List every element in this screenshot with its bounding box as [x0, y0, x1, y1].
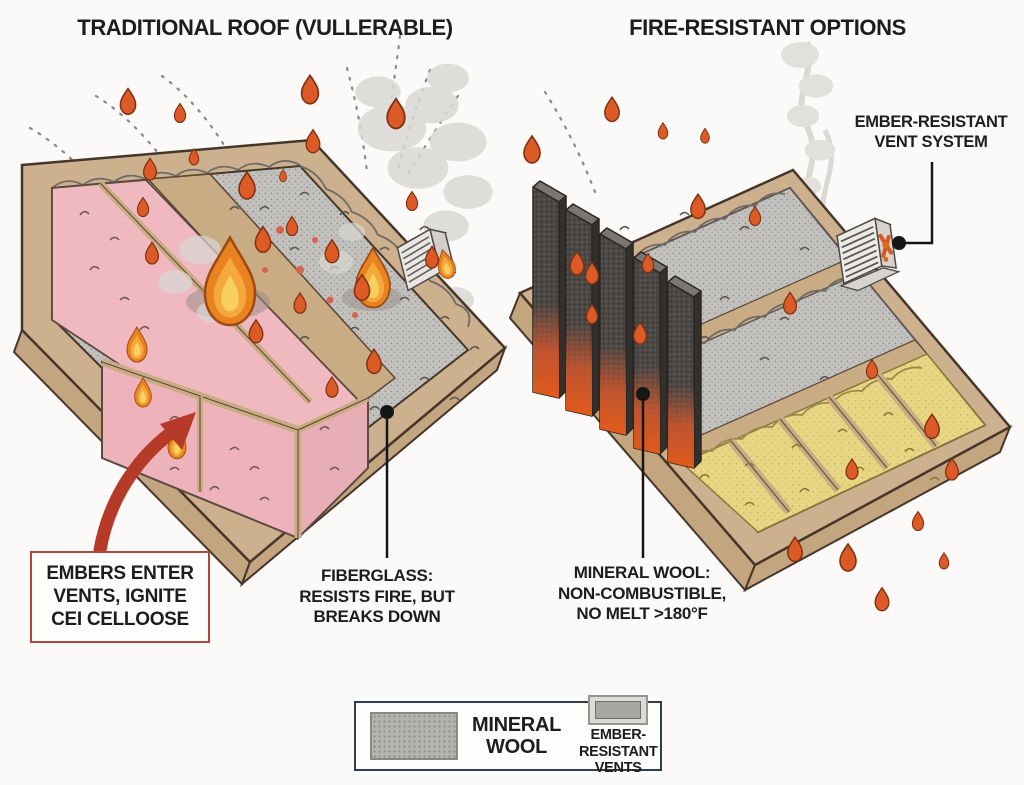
- red-arrow-icon: [93, 412, 196, 557]
- vent-icon: [835, 217, 901, 292]
- mineral-wool-label: MINERAL WOOL: NON-COMBUSTIBLE, NO MELT >…: [557, 563, 727, 624]
- left-panel-title: TRADITIONAL ROOF (VULLERABLE): [77, 15, 453, 40]
- mineral-wool-swatch: [370, 712, 458, 760]
- embers-callout-box: EMBERS ENTER VENTS, IGNITE CEI CELLOOSE: [30, 551, 210, 644]
- legend-ember-vents-label: EMBER-RESISTANT VENTS: [579, 727, 658, 777]
- fiberglass-label: FIBERGLASS: RESISTS FIRE, BUT BREAKS DOW…: [299, 566, 455, 627]
- right-roof-illustration: [508, 41, 1012, 612]
- charcoal-boards: [532, 180, 702, 469]
- vent-icon: [395, 228, 458, 292]
- legend: MINERAL WOOL EMBER-RESISTANT VENTS: [354, 695, 662, 776]
- left-roof-illustration: [12, 34, 508, 588]
- right-panel-title: FIRE-RESISTANT OPTIONS: [629, 15, 906, 40]
- leader-line-mineral-wool: [636, 387, 650, 558]
- legend-mineral-wool-label: MINERAL WOOL: [472, 714, 562, 758]
- vent-system-label: EMBER-RESISTANT VENT SYSTEM: [854, 113, 1008, 152]
- leader-line-vent: [892, 162, 934, 250]
- leader-line-fiberglass: [380, 405, 394, 558]
- ember-trajectory-dashes: [543, 90, 597, 194]
- ember-vent-icon: [588, 695, 649, 725]
- legend-vent-entry: EMBER-RESISTANT VENTS: [579, 695, 658, 777]
